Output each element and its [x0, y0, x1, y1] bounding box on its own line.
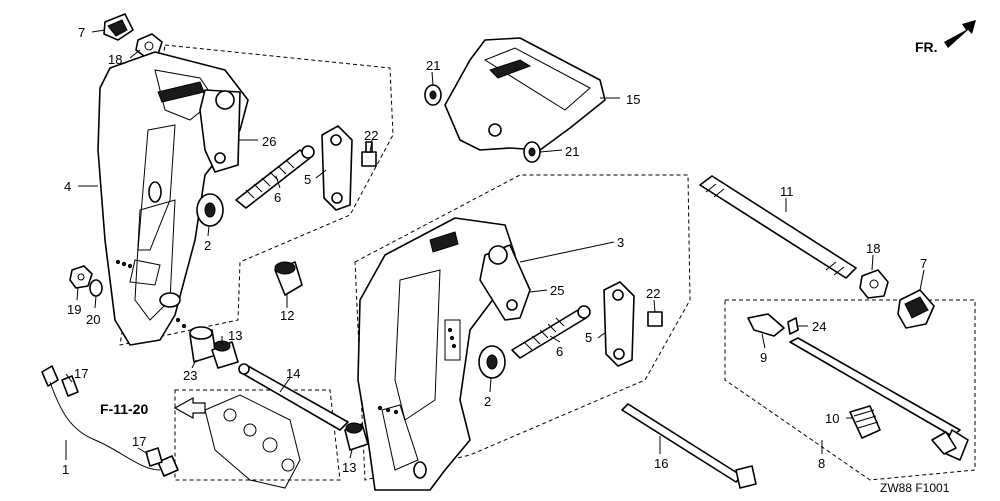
callout-22: 22 — [364, 128, 378, 143]
cross-reference-label: F-11-20 — [100, 401, 148, 417]
callout-19: 19 — [67, 302, 81, 317]
part-3-stern-bracket-right — [357, 217, 516, 491]
clamp-assembly-reference — [204, 394, 301, 489]
part-8-tilt-rod — [789, 337, 969, 461]
part-12-bushing — [274, 261, 303, 296]
part-5-link-plate-left — [321, 125, 353, 211]
callout-7: 7 — [78, 25, 85, 40]
callout-17: 17 — [74, 366, 88, 381]
part-17-bolt-lower — [145, 447, 163, 467]
callout-16: 16 — [654, 456, 668, 471]
callout-13: 13 — [228, 328, 242, 343]
part-2-washer-left — [196, 193, 224, 227]
part-22-bolt-left — [361, 141, 377, 167]
callout-18: 18 — [866, 241, 880, 256]
callout-15: 15 — [626, 92, 640, 107]
front-arrow-icon — [944, 20, 976, 48]
part-18-nut-right — [859, 269, 889, 299]
part-1-ground-cable — [41, 365, 179, 477]
cross-reference-tag: F-11-20 — [100, 396, 206, 420]
callout-22: 22 — [646, 286, 660, 301]
callout-10: 10 — [825, 411, 839, 426]
callout-2: 2 — [204, 238, 211, 253]
callout-23: 23 — [183, 368, 197, 383]
part-20-washer — [89, 279, 103, 297]
callout-25: 25 — [550, 283, 564, 298]
part-25-arm-right — [479, 244, 531, 321]
group-frame-right-bracket — [354, 174, 691, 481]
part-7-knob-right — [897, 289, 935, 329]
part-23-bushing — [189, 326, 217, 363]
group-frame-clamp — [174, 389, 341, 481]
group-frame-tilt-lever — [724, 299, 976, 481]
callout-6: 6 — [556, 344, 563, 359]
callout-1: 1 — [62, 462, 69, 477]
part-6-tension-rod-right — [511, 305, 591, 359]
callout-2: 2 — [484, 394, 491, 409]
part-5-link-plate-right — [603, 281, 635, 367]
callout-4: 4 — [64, 179, 71, 194]
part-22-bolt-right — [647, 311, 663, 327]
diagram-code: ZW88 F1001 — [880, 481, 950, 495]
callout-26: 26 — [262, 134, 276, 149]
callout-12: 12 — [280, 308, 294, 323]
callout-6: 6 — [274, 190, 281, 205]
part-7-knob-upper — [103, 13, 134, 41]
callout-7: 7 — [920, 256, 927, 271]
part-13-collar-lower — [344, 422, 369, 451]
callout-14: 14 — [286, 366, 300, 381]
callout-18: 18 — [108, 52, 122, 67]
part-16-long-bolt — [621, 403, 757, 489]
part-15-tray — [444, 37, 606, 151]
callout-9: 9 — [760, 350, 767, 365]
callout-labels: 7 18 4 19 20 26 2 6 5 22 21 21 15 12 13 … — [62, 25, 927, 477]
callout-21: 21 — [426, 58, 440, 73]
part-6-tension-rod-left — [235, 145, 315, 209]
callout-17: 17 — [132, 434, 146, 449]
group-frame-left-bracket — [119, 44, 394, 346]
callout-13: 13 — [342, 460, 356, 475]
callout-11: 11 — [780, 184, 794, 199]
callout-8: 8 — [818, 456, 825, 471]
part-21-washer-lower — [523, 141, 541, 163]
part-14-shaft — [238, 363, 349, 431]
callout-24: 24 — [812, 319, 826, 334]
part-13-collar-upper — [211, 340, 239, 369]
callout-3: 3 — [617, 235, 624, 250]
part-2-washer-right — [478, 345, 506, 379]
callout-5: 5 — [585, 330, 592, 345]
part-9-tilt-lever — [747, 313, 785, 337]
part-24-pin — [787, 317, 799, 335]
callout-20: 20 — [86, 312, 100, 327]
part-11-through-tube — [699, 175, 857, 279]
callout-5: 5 — [304, 172, 311, 187]
front-direction-label: FR. — [915, 39, 938, 55]
leader-lines — [65, 29, 925, 460]
callout-21: 21 — [565, 144, 579, 159]
part-26-arm-left — [199, 89, 241, 173]
part-21-washer-upper — [424, 84, 442, 106]
arrow-left-icon — [173, 396, 206, 420]
front-direction-indicator: FR. — [915, 20, 976, 55]
part-19-nut — [69, 265, 93, 289]
part-10-spring — [849, 405, 881, 439]
